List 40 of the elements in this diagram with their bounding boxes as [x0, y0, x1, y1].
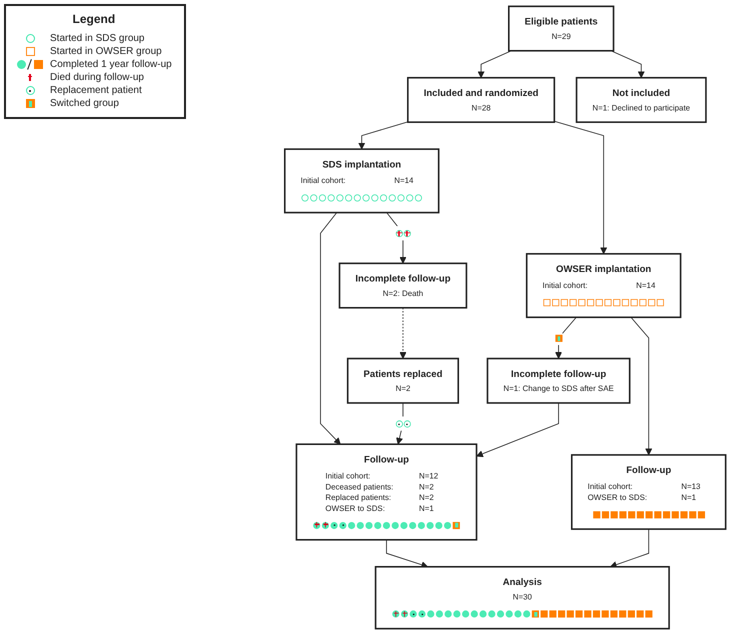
legend-text: Died during follow-up: [50, 72, 144, 83]
node-heading: Incomplete follow-up: [355, 272, 451, 284]
legend-text: Started in OWSER group: [50, 46, 162, 57]
arrow: [320, 212, 341, 445]
arrow: [610, 50, 645, 78]
arrow: [386, 212, 406, 264]
node-heading: Incomplete follow-up: [510, 368, 606, 380]
node-heading: Patients replaced: [364, 368, 442, 380]
arrow: [478, 50, 512, 78]
legend-text: Completed 1 year follow-up: [50, 59, 172, 70]
node-heading: Not included: [612, 87, 670, 98]
node-heading: SDS implantation: [322, 158, 402, 170]
node-box: [374, 566, 670, 630]
node-box: [407, 76, 556, 123]
node-heading: OWSER implantation: [556, 263, 652, 274]
arrow: [386, 539, 428, 568]
node-box: [338, 262, 468, 309]
node-box: [284, 148, 440, 214]
legend-text: Replacement patient: [50, 85, 142, 96]
node-heading: Included and randomized: [424, 87, 538, 98]
node-box: [576, 76, 707, 123]
node-box: [346, 358, 460, 404]
arrow: [630, 316, 652, 456]
node-heading: Eligible patients: [524, 16, 598, 27]
node-box: [486, 358, 630, 404]
node-box: [508, 6, 614, 52]
node-box: [296, 443, 478, 541]
node-heading: Analysis: [502, 576, 542, 588]
node-box: [570, 454, 726, 530]
legend-text: Started in SDS group: [50, 33, 144, 44]
arrow: [399, 307, 406, 359]
node-heading: Follow-up: [626, 464, 672, 476]
node-heading: Follow-up: [364, 454, 409, 465]
legend-heading: Legend: [72, 12, 116, 26]
node-box: [526, 253, 682, 318]
arrow: [476, 402, 559, 458]
legend-text: Switched group: [50, 98, 119, 109]
arrow: [610, 528, 650, 568]
arrow: [554, 120, 608, 254]
arrow: [358, 121, 408, 150]
